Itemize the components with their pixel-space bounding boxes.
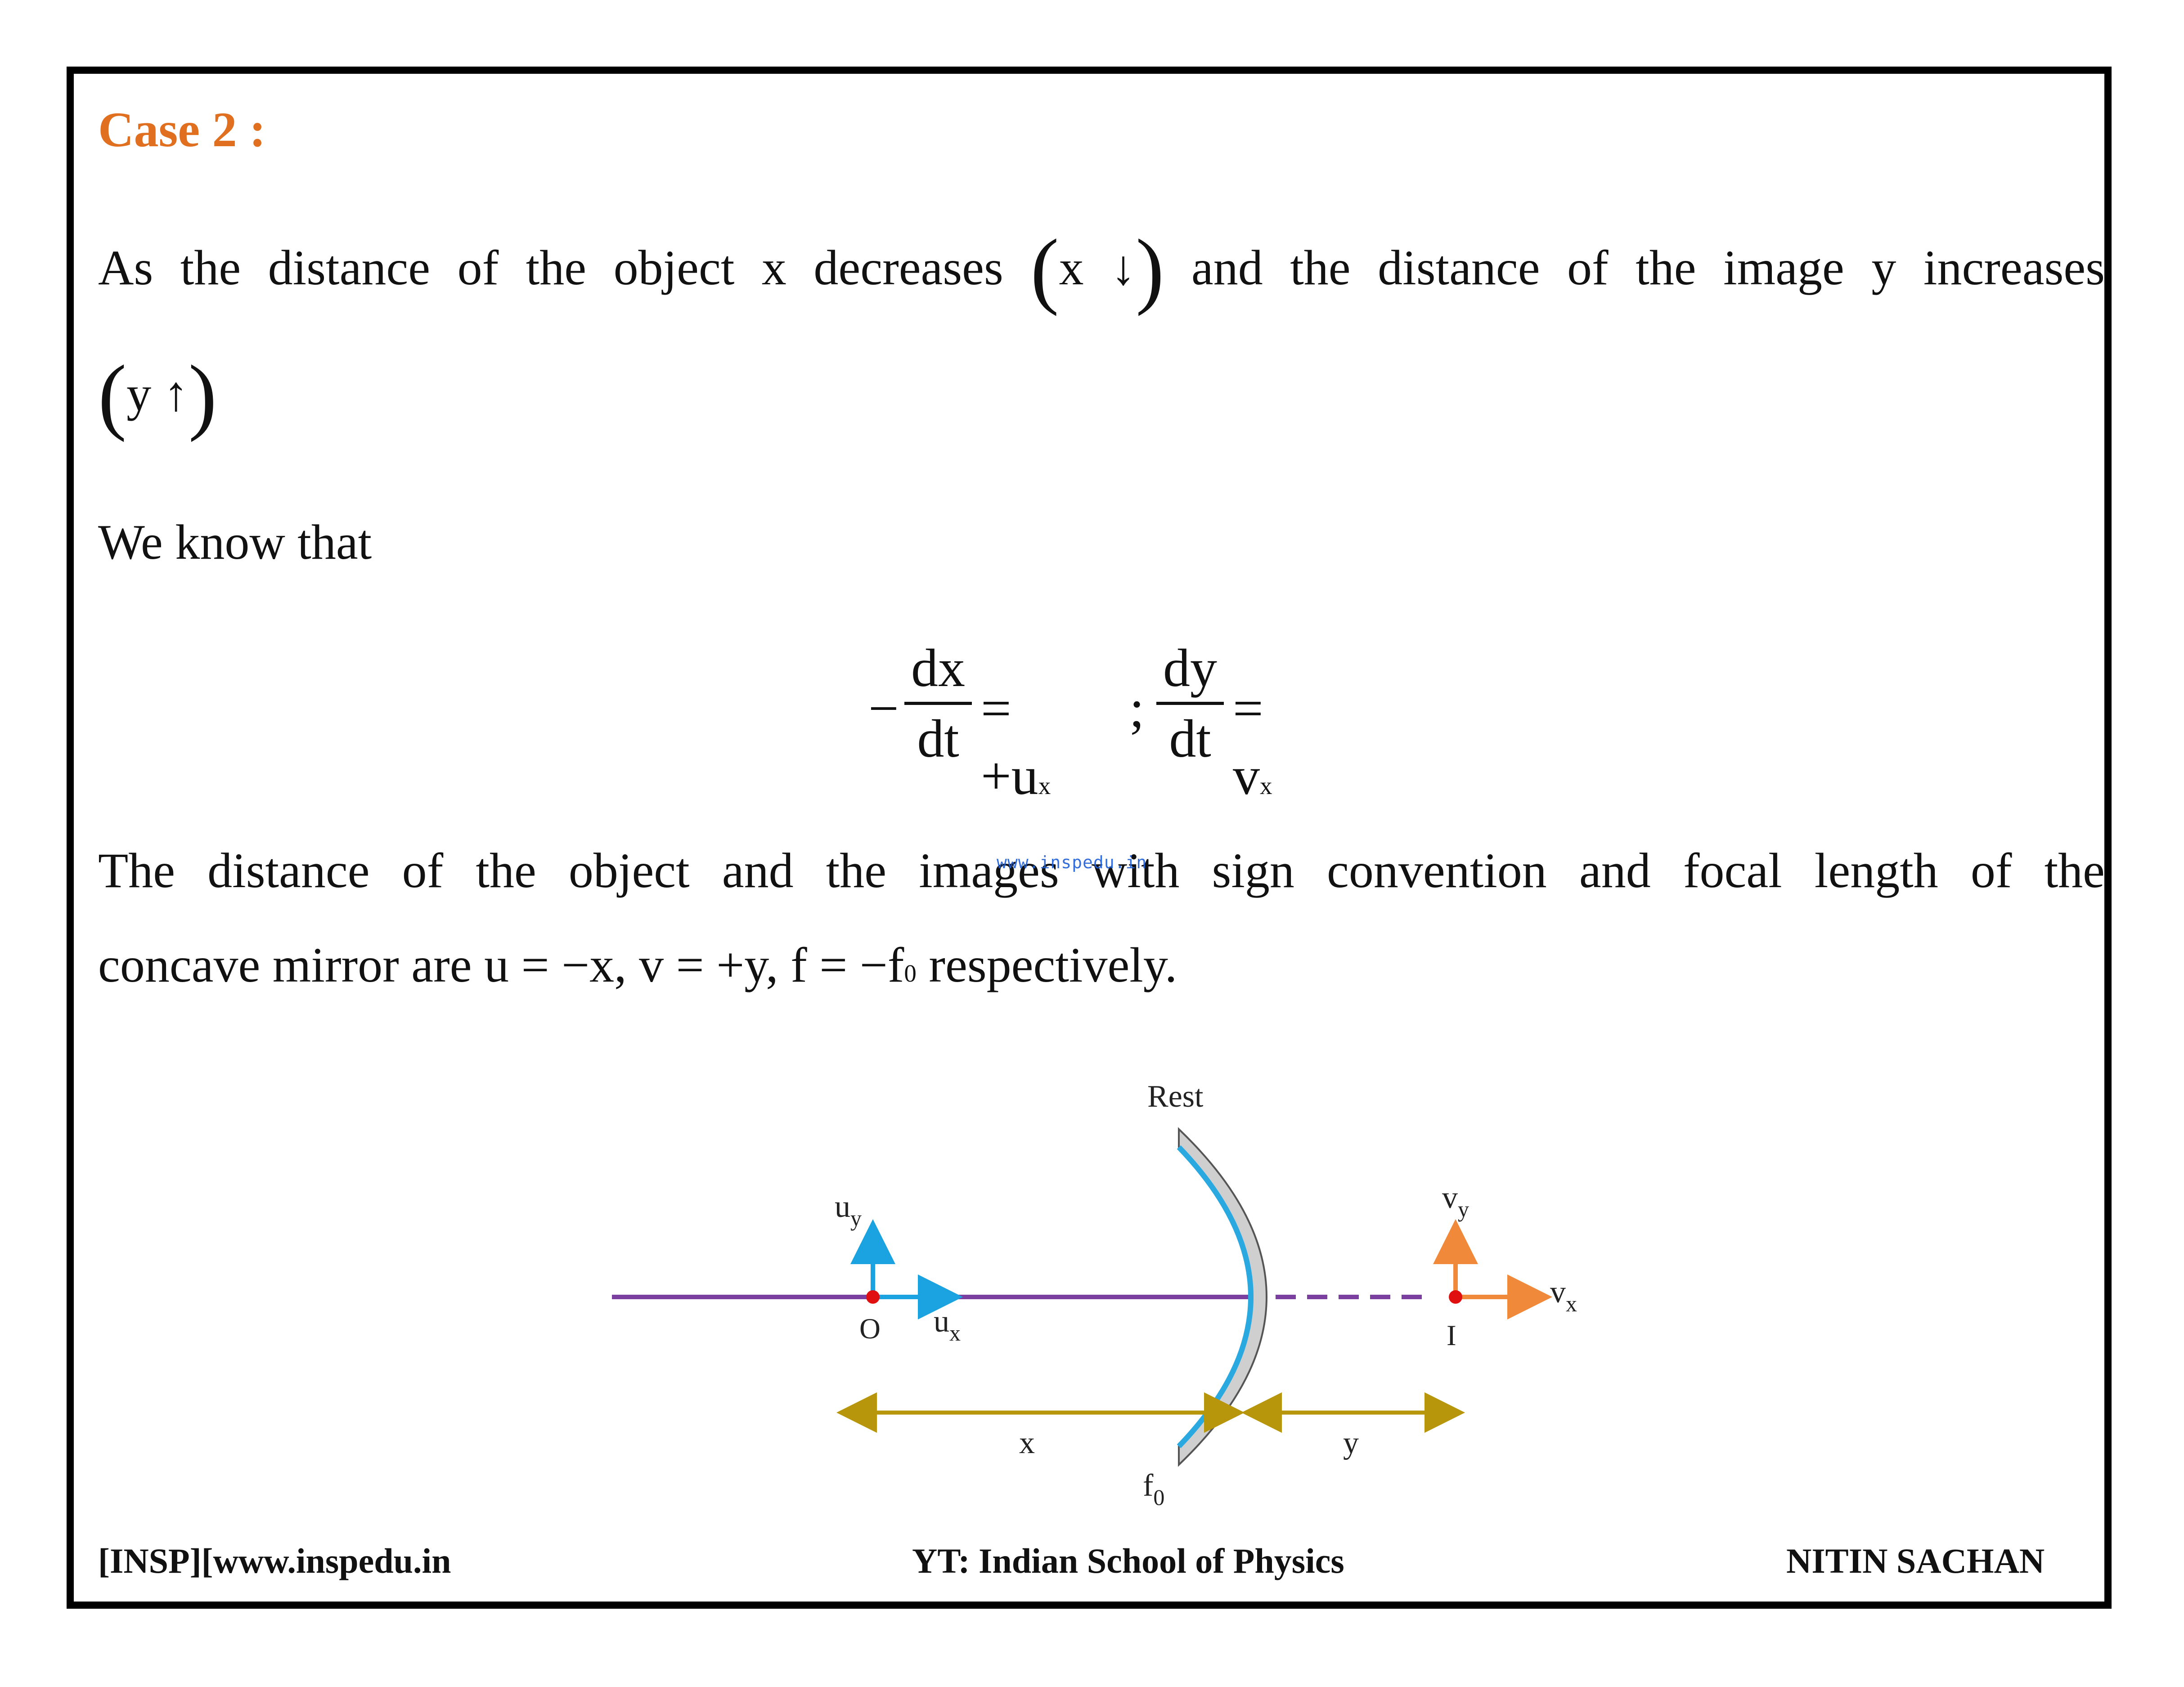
label-O: O bbox=[859, 1313, 881, 1345]
eq2-rhs: = vx bbox=[1233, 675, 1272, 820]
object-point bbox=[866, 1290, 880, 1304]
frac2-numerator: dy bbox=[1163, 638, 1217, 698]
para3-text-b: respectively. bbox=[916, 938, 1177, 992]
fraction-dx-dt: dx dt bbox=[904, 634, 972, 772]
para1-text-b: and the distance of the image y increase… bbox=[1191, 240, 2105, 295]
label-I: I bbox=[1447, 1319, 1456, 1352]
para3-line2: concave mirror are u = −x, v = +y, f = −… bbox=[98, 940, 1177, 998]
paren-x-decreases: (x ↓) bbox=[1030, 222, 1164, 317]
frac1-denominator: dt bbox=[917, 709, 959, 768]
label-uy: uy bbox=[835, 1189, 862, 1231]
footer-left: [INSP][www.inspedu.in bbox=[98, 1541, 451, 1580]
watermark: www.inspedu.in bbox=[997, 852, 1147, 872]
y-increases-symbol: y ↑ bbox=[126, 366, 189, 421]
eq-minus: − bbox=[868, 678, 899, 738]
frac2-denominator: dt bbox=[1169, 709, 1211, 768]
frac1-bar bbox=[904, 702, 972, 705]
frac1-numerator: dx bbox=[911, 638, 965, 698]
f0-subscript: 0 bbox=[904, 960, 917, 987]
para3-text-a: concave mirror are u = −x, v = +y, f = −… bbox=[98, 938, 904, 992]
label-vy: vy bbox=[1442, 1180, 1469, 1222]
eq1-rhs: = +ux bbox=[981, 675, 1051, 820]
label-vx: vx bbox=[1550, 1275, 1577, 1316]
eq2-subscript: x bbox=[1260, 772, 1272, 799]
eq-separator: ; bbox=[1129, 678, 1145, 738]
label-rest: Rest bbox=[1147, 1079, 1204, 1114]
x-decreases-symbol: x ↓ bbox=[1059, 240, 1136, 295]
label-x: x bbox=[1019, 1426, 1035, 1460]
page-border bbox=[67, 67, 2112, 1609]
eq1-subscript: x bbox=[1038, 772, 1051, 799]
case-heading: Case 2 : bbox=[98, 102, 266, 157]
label-y: y bbox=[1343, 1426, 1359, 1460]
footer-right: NITIN SACHAN bbox=[1786, 1541, 2045, 1580]
para1-line1: As the distance of the object x decrease… bbox=[98, 222, 2105, 317]
para3-line1: The distance of the object and the image… bbox=[98, 843, 2105, 898]
fraction-dy-dt: dy dt bbox=[1156, 634, 1224, 772]
image-point bbox=[1449, 1290, 1462, 1304]
mirror-diagram: Rest uy O ux vy vx I x y f0 bbox=[612, 1079, 1577, 1510]
eq1-text: = +u bbox=[981, 678, 1038, 806]
frac2-bar bbox=[1156, 702, 1224, 705]
footer-center: YT: Indian School of Physics bbox=[912, 1541, 1344, 1580]
we-know-that: We know that bbox=[98, 515, 372, 570]
label-ux: ux bbox=[934, 1304, 961, 1346]
eq2-text: = v bbox=[1233, 678, 1263, 806]
label-f0: f0 bbox=[1143, 1468, 1164, 1510]
paren-y-increases: (y ↑) bbox=[98, 348, 217, 443]
para1-text-a: As the distance of the object x decrease… bbox=[98, 240, 1003, 295]
